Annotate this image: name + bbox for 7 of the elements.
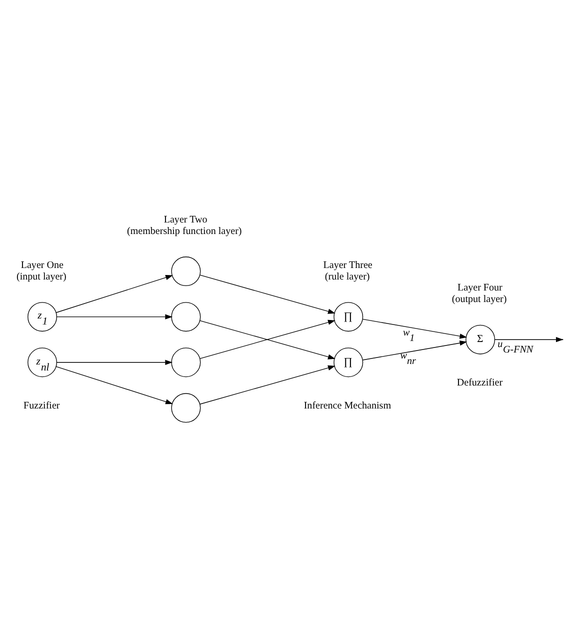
label: Layer Two (membership function layer)	[127, 214, 242, 236]
label: Layer Three (rule layer)	[323, 259, 372, 282]
label: Layer One (input layer)	[16, 259, 66, 282]
label: Fuzzifier	[24, 400, 60, 411]
label: Layer Four (output layer)	[452, 282, 507, 305]
label: Inference Mechanism	[304, 400, 392, 411]
label: Defuzzifier	[456, 376, 503, 388]
